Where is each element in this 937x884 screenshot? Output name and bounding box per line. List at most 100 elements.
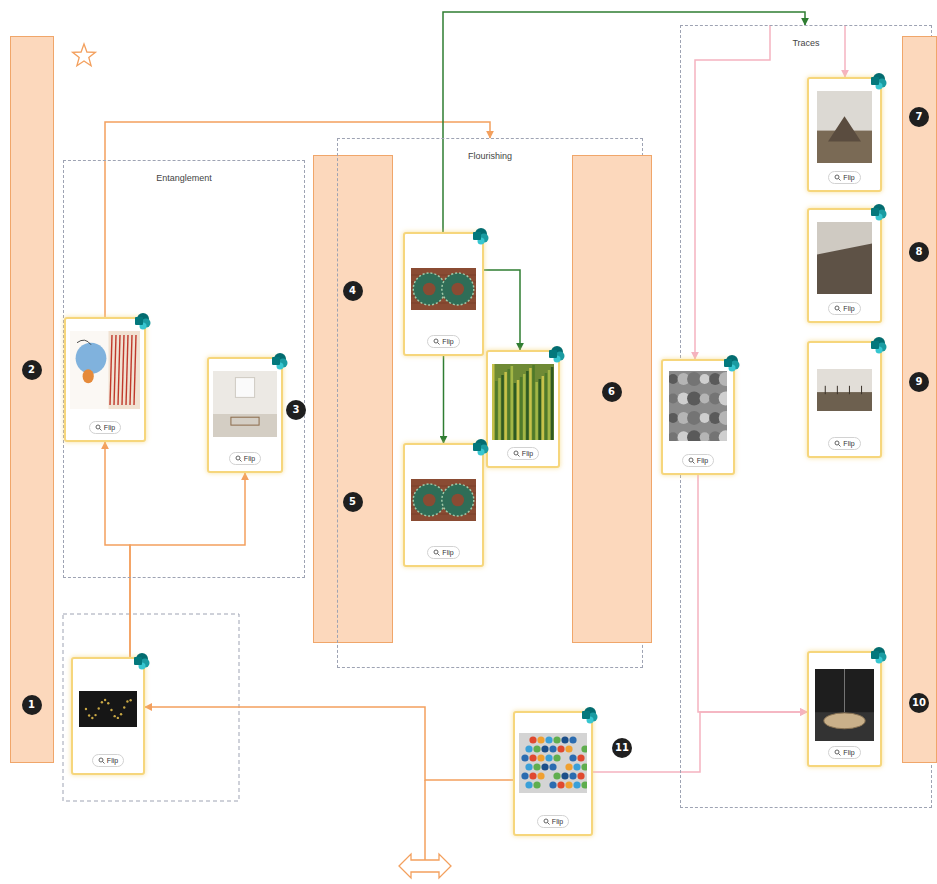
artwork-shape: [719, 372, 727, 386]
artwork-shape: [514, 383, 517, 440]
artwork-shape: [94, 714, 96, 716]
artwork-shape: [109, 331, 141, 409]
icon-shape: [839, 179, 841, 181]
artwork-shape: [542, 376, 545, 440]
image-card: Flip: [64, 317, 146, 442]
flip-button: Flip: [427, 546, 459, 559]
flip-button-label: Flip: [104, 423, 115, 432]
artwork-shape: [91, 717, 93, 719]
artwork-shape: [719, 430, 727, 441]
artwork-shape: [114, 335, 116, 405]
artwork-shape: [101, 701, 103, 703]
artwork-shape: [504, 372, 507, 440]
icon-shape: [835, 306, 839, 310]
magnifier-icon: [98, 757, 105, 764]
artwork-shape: [501, 375, 504, 440]
artwork-shape: [549, 781, 556, 788]
artwork-shape: [120, 713, 122, 715]
magnifier-icon: [433, 338, 440, 345]
artwork-shape: [77, 340, 91, 345]
magnifier-icon: [543, 818, 550, 825]
artwork-shape: [129, 699, 131, 701]
flip-button-label: Flip: [697, 456, 708, 465]
artwork-thumbnail: [411, 268, 476, 310]
artwork-shape: [687, 411, 701, 425]
sharepoint-icon: [471, 227, 489, 245]
button-row: Flip: [66, 421, 144, 434]
exhibit-wall: 45: [313, 155, 393, 643]
artwork-shape: [541, 745, 548, 752]
artwork-shape: [565, 763, 572, 770]
artwork-shape: [669, 413, 678, 423]
flip-button-label: Flip: [843, 304, 854, 313]
artwork-shape: [815, 712, 874, 741]
artwork-shape: [526, 371, 529, 440]
magnifier-icon: [688, 457, 695, 464]
artwork-thumbnail: [817, 369, 872, 411]
sharepoint-icon: [270, 352, 288, 370]
artwork-thumbnail: [815, 669, 874, 741]
artwork-shape: [557, 781, 564, 788]
artwork-shape: [577, 772, 584, 779]
artwork-shape: [423, 283, 436, 296]
artwork-shape: [561, 736, 568, 743]
artwork-shape: [107, 702, 109, 704]
artwork-thumbnail: [79, 691, 137, 727]
magnifier-icon: [834, 440, 841, 447]
callout-number: 2: [22, 360, 42, 380]
group-title: Traces: [681, 26, 931, 49]
artwork-thumbnail: [817, 222, 872, 294]
artwork-shape: [549, 745, 556, 752]
callout-holder: 10: [909, 693, 929, 713]
artwork-shape: [134, 335, 136, 405]
button-row: Flip: [663, 454, 733, 467]
callout-holder: 9: [909, 372, 929, 392]
artwork-shape: [85, 708, 87, 710]
artwork-shape: [548, 370, 551, 440]
artwork-shape: [492, 364, 495, 440]
flip-button: Flip: [427, 335, 459, 348]
flip-button: Flip: [92, 754, 124, 767]
sharepoint-icon: [471, 438, 489, 456]
artwork-shape: [529, 736, 536, 743]
image-card: Flip: [403, 443, 484, 567]
flip-button-label: Flip: [843, 439, 854, 448]
artwork-shape: [700, 432, 710, 441]
artwork-shape: [817, 244, 872, 294]
callout-number: 4: [343, 281, 363, 301]
theme-group: FlipFlipEntanglement: [63, 160, 305, 578]
button-row: Flip: [209, 452, 281, 465]
icon-shape: [724, 359, 732, 367]
artwork-shape: [511, 366, 513, 440]
artwork-thumbnail: [492, 364, 554, 440]
callout-holder: 5: [343, 492, 363, 512]
icon-shape: [434, 339, 438, 343]
magnifier-icon: [235, 455, 242, 462]
flip-button-label: Flip: [522, 449, 533, 458]
connector: [130, 473, 245, 657]
sharepoint-icon: [869, 203, 887, 221]
icon-shape: [236, 456, 240, 460]
artwork-shape: [88, 714, 90, 716]
flip-button: Flip: [229, 452, 261, 465]
flip-button: Flip: [828, 171, 860, 184]
artwork-shape: [452, 283, 465, 296]
artwork-shape: [529, 772, 536, 779]
flip-button: Flip: [828, 302, 860, 315]
sharepoint-icon: [547, 345, 565, 363]
artwork-shape: [553, 754, 560, 761]
button-row: Flip: [809, 302, 880, 315]
artwork-shape: [669, 393, 678, 403]
artwork-shape: [98, 707, 100, 709]
flip-button-label: Flip: [552, 817, 563, 826]
artwork-shape: [825, 386, 826, 394]
artwork-shape: [861, 386, 862, 394]
image-card: Flip: [807, 651, 882, 767]
connector: [443, 356, 445, 443]
callout-holder: 6: [602, 382, 622, 402]
artwork-shape: [824, 713, 865, 729]
callout-holder: 11: [612, 738, 632, 758]
artwork-shape: [828, 116, 861, 141]
image-card: Flip: [661, 359, 735, 475]
artwork-shape: [553, 772, 560, 779]
